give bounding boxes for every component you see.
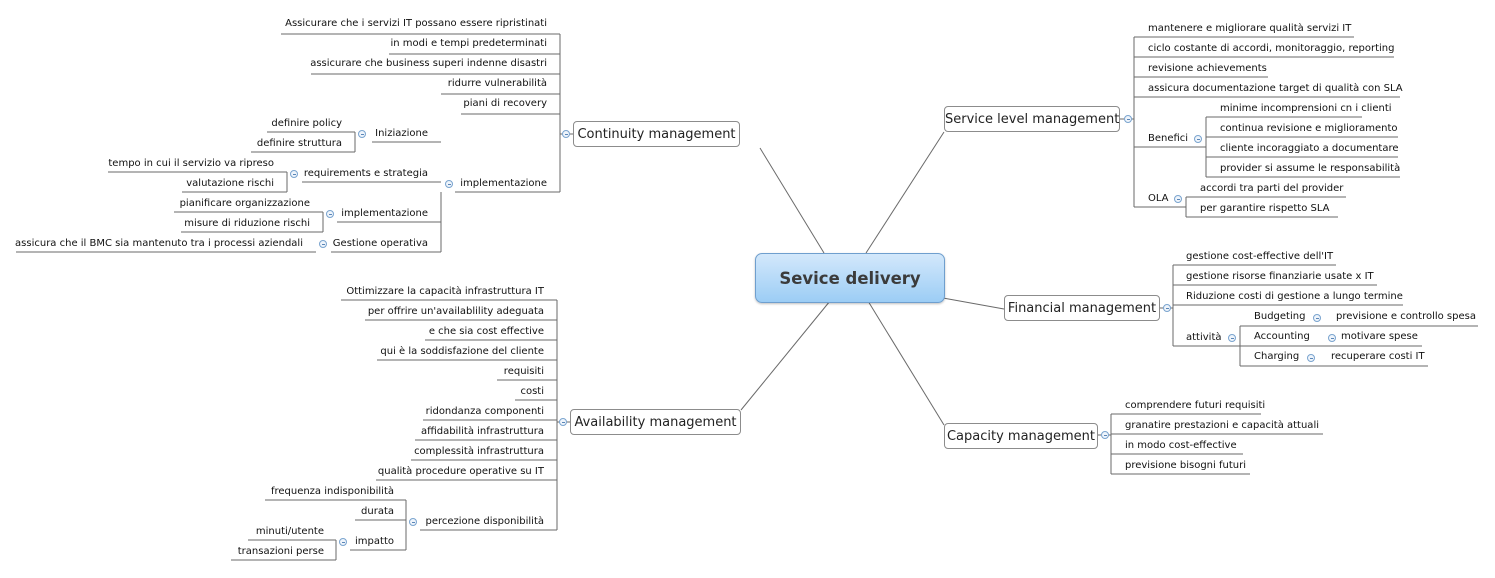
collapse-toggle-icon[interactable]: [1124, 115, 1132, 123]
collapse-toggle-icon[interactable]: [409, 518, 417, 526]
collapse-toggle-icon[interactable]: [1174, 195, 1182, 203]
percezione-item[interactable]: durata: [361, 506, 394, 517]
collapse-toggle-icon[interactable]: [1101, 431, 1109, 439]
collapse-toggle-icon[interactable]: [1328, 334, 1336, 342]
implementazione-sub-item[interactable]: misure di riduzione rischi: [184, 218, 310, 229]
service-level-item[interactable]: ciclo costante di accordi, monitoraggio,…: [1148, 43, 1395, 54]
charging-node[interactable]: Charging: [1254, 351, 1300, 362]
service-level-item[interactable]: assicura documentazione target di qualit…: [1148, 83, 1403, 94]
availability-item[interactable]: qui è la soddisfazione del cliente: [380, 346, 544, 357]
service-level-item[interactable]: mantenere e migliorare qualità servizi I…: [1148, 23, 1352, 34]
requirements-item[interactable]: valutazione rischi: [186, 178, 274, 189]
gestione-operativa-item[interactable]: assicura che il BMC sia mantenuto tra i …: [15, 238, 303, 249]
ola-item[interactable]: accordi tra parti del provider: [1200, 183, 1344, 194]
iniziazione-node[interactable]: Iniziazione: [375, 128, 428, 139]
collapse-toggle-icon[interactable]: [562, 130, 570, 138]
service-level-item[interactable]: revisione achievements: [1148, 63, 1267, 74]
benefici-node[interactable]: Benefici: [1148, 133, 1189, 144]
iniziazione-item[interactable]: definire struttura: [256, 138, 342, 149]
topic-capacity-management[interactable]: Capacity management: [944, 423, 1098, 449]
collapse-toggle-icon[interactable]: [1194, 135, 1202, 143]
implementazione-node[interactable]: implementazione: [460, 178, 547, 189]
requirements-strategia-node[interactable]: requirements e strategia: [303, 168, 428, 179]
attivita-node[interactable]: attività: [1186, 332, 1222, 343]
collapse-toggle-icon[interactable]: [339, 538, 347, 546]
capacity-item[interactable]: in modo cost-effective: [1125, 440, 1237, 451]
continuity-item[interactable]: Assicurare che i servizi IT possano esse…: [285, 18, 547, 29]
collapse-toggle-icon[interactable]: [1228, 334, 1236, 342]
availability-item[interactable]: Ottimizzare la capacità infrastruttura I…: [346, 286, 544, 297]
topic-continuity-management[interactable]: Continuity management: [573, 121, 740, 147]
capacity-item[interactable]: previsione bisogni futuri: [1125, 460, 1246, 471]
benefici-item[interactable]: cliente incoraggiato a documentare: [1220, 143, 1399, 154]
requirements-item[interactable]: tempo in cui il servizio va ripreso: [108, 158, 274, 169]
collapse-toggle-icon[interactable]: [1313, 314, 1321, 322]
benefici-item[interactable]: minime incomprensioni cn i clienti: [1220, 103, 1392, 114]
ola-node[interactable]: OLA: [1148, 193, 1169, 204]
gestione-operativa-node[interactable]: Gestione operativa: [332, 238, 428, 249]
continuity-item[interactable]: piani di recovery: [463, 98, 547, 109]
capacity-item[interactable]: granatire prestazioni e capacità attuali: [1125, 420, 1319, 431]
collapse-toggle-icon[interactable]: [290, 170, 298, 178]
budgeting-item[interactable]: previsione e controllo spesa: [1336, 311, 1476, 322]
topic-availability-management[interactable]: Availability management: [570, 409, 741, 435]
continuity-item[interactable]: in modi e tempi predeterminati: [390, 38, 548, 49]
availability-item[interactable]: affidabilità infrastruttura: [420, 426, 544, 437]
financial-item[interactable]: Riduzione costi di gestione a lungo term…: [1186, 291, 1403, 302]
financial-item[interactable]: gestione risorse finanziarie usate x IT: [1186, 271, 1374, 282]
collapse-toggle-icon[interactable]: [1307, 354, 1315, 362]
collapse-toggle-icon[interactable]: [445, 180, 453, 188]
financial-item[interactable]: gestione cost-effective dell'IT: [1186, 251, 1334, 262]
budgeting-node[interactable]: Budgeting: [1254, 311, 1306, 322]
availability-item[interactable]: requisiti: [503, 366, 544, 377]
implementazione-sub-node[interactable]: implementazione: [341, 208, 428, 219]
implementazione-sub-item[interactable]: pianificare organizzazione: [179, 198, 310, 209]
availability-item[interactable]: ridondanza componenti: [425, 406, 544, 417]
central-topic[interactable]: Sevice delivery: [755, 253, 945, 303]
collapse-toggle-icon[interactable]: [1163, 304, 1171, 312]
impatto-item[interactable]: transazioni perse: [237, 546, 324, 557]
topic-service-level-management[interactable]: Service level management: [944, 106, 1120, 132]
availability-item[interactable]: qualità procedure operative su IT: [377, 466, 544, 477]
impatto-item[interactable]: minuti/utente: [255, 526, 324, 537]
benefici-item[interactable]: provider si assume le responsabilità: [1220, 163, 1401, 174]
availability-item[interactable]: costi: [520, 386, 544, 397]
accounting-node[interactable]: Accounting: [1254, 331, 1310, 342]
availability-item[interactable]: e che sia cost effective: [428, 326, 544, 337]
continuity-item[interactable]: assicurare che business superi indenne d…: [310, 58, 547, 69]
accounting-item[interactable]: motivare spese: [1341, 331, 1418, 342]
capacity-item[interactable]: comprendere futuri requisiti: [1125, 400, 1266, 411]
charging-item[interactable]: recuperare costi IT: [1331, 351, 1425, 362]
ola-item[interactable]: per garantire rispetto SLA: [1200, 203, 1330, 214]
topic-financial-management[interactable]: Financial management: [1004, 295, 1160, 321]
collapse-toggle-icon[interactable]: [559, 418, 567, 426]
percezione-item[interactable]: frequenza indisponibilità: [270, 486, 394, 497]
collapse-toggle-icon[interactable]: [326, 210, 334, 218]
impatto-node[interactable]: impatto: [355, 536, 394, 547]
connector-lines: [16, 33, 1478, 561]
percezione-disponibilita-node[interactable]: percezione disponibilità: [425, 516, 544, 527]
availability-item[interactable]: per offrire un'availablility adeguata: [367, 306, 544, 317]
iniziazione-item[interactable]: definire policy: [271, 118, 342, 129]
collapse-toggle-icon[interactable]: [358, 130, 366, 138]
continuity-item[interactable]: ridurre vulnerabilità: [447, 78, 547, 89]
availability-item[interactable]: complessità infrastruttura: [414, 446, 544, 457]
benefici-item[interactable]: continua revisione e miglioramento: [1220, 123, 1398, 134]
collapse-toggle-icon[interactable]: [319, 240, 327, 248]
